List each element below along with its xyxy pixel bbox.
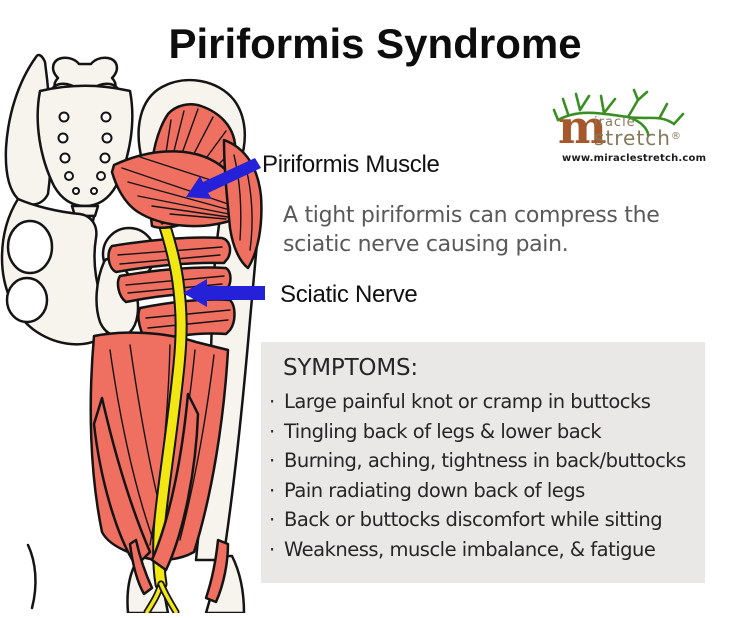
caption-text: A tight piriformis can compress the scia… xyxy=(283,203,660,257)
symptom-item: ·Pain radiating down back of legs xyxy=(269,478,585,502)
sacral-foramina xyxy=(57,111,113,195)
hamstring-muscles xyxy=(92,392,230,604)
bullet-icon: · xyxy=(269,449,275,472)
symptom-item: ·Back or buttocks discomfort while sitti… xyxy=(269,508,663,531)
bullet-icon: · xyxy=(269,419,275,443)
pelvis-hip-diagram xyxy=(0,53,265,616)
anatomy-illustration xyxy=(0,48,270,616)
bullet-icon: · xyxy=(269,390,275,413)
symptoms-box: SYMPTOMS: ·Large painful knot or cramp i… xyxy=(261,342,705,583)
piriformis-arrow-icon xyxy=(186,158,261,199)
branch-icon xyxy=(552,88,685,136)
page-title: Piriformis Syndrome xyxy=(168,20,582,67)
piriformis-muscle-label: Piriformis Muscle xyxy=(262,151,440,178)
sciatic-nerve-label: Sciatic Nerve xyxy=(280,281,418,308)
miracle-stretch-logo: m iracle stretch® www.miraclestretch.com xyxy=(552,84,724,178)
symptom-item: ·Weakness, muscle imbalance, & fatigue xyxy=(269,537,656,561)
bullet-icon: · xyxy=(269,478,275,502)
logo-word-stretch: stretch® xyxy=(594,126,682,150)
registered-trademark-icon: ® xyxy=(670,131,682,142)
logo-word-iracle: iracle xyxy=(594,115,636,130)
bullet-icon: · xyxy=(269,508,275,531)
symptom-item: ·Burning, aching, tightness in back/butt… xyxy=(269,449,686,472)
symptoms-list: ·Large painful knot or cramp in buttocks… xyxy=(261,390,705,567)
sciatic-arrow-icon xyxy=(183,279,265,307)
logo-website: www.miraclestretch.com xyxy=(562,153,707,164)
logo-wordmark: iracle stretch® xyxy=(594,115,682,150)
bullet-icon: · xyxy=(269,537,275,561)
logo-letter-m: m xyxy=(558,100,607,154)
symptom-item: ·Large painful knot or cramp in buttocks xyxy=(269,390,651,413)
symptoms-heading: SYMPTOMS: xyxy=(283,355,418,381)
symptom-item: ·Tingling back of legs & lower back xyxy=(269,419,602,443)
